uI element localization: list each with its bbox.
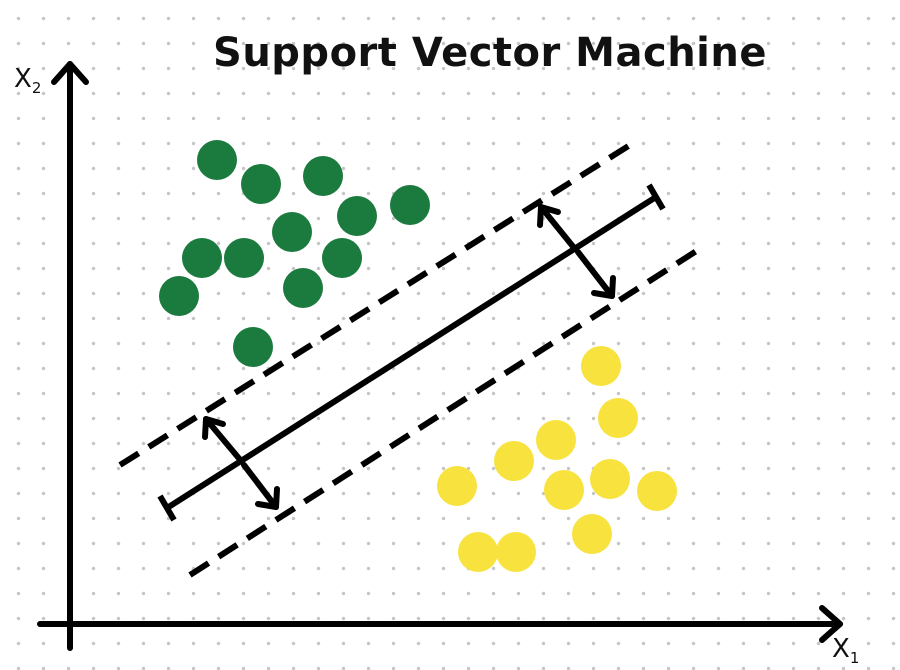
x-axis-arrowhead: [819, 605, 843, 643]
class-b-point: [590, 459, 630, 499]
class-a-point: [322, 238, 362, 278]
class-b-point: [637, 471, 677, 511]
upper-right-margin-arrow: [538, 204, 578, 252]
class-a-point: [224, 238, 264, 278]
axes: [37, 61, 843, 651]
class-b-point: [437, 466, 477, 506]
x-axis-label: X1: [832, 634, 859, 667]
y-axis-label-subscript: 2: [31, 79, 42, 98]
class-a-point: [283, 268, 323, 308]
class-a-point: [241, 164, 281, 204]
class-b-point: [572, 514, 612, 554]
class-b-point: [581, 346, 621, 386]
margin-arrows: [202, 204, 616, 510]
class-b-point: [598, 398, 638, 438]
lower-right-margin-arrowhead: [591, 275, 616, 299]
upper-right-margin-arrowhead: [537, 204, 561, 228]
lower-right-margin-arrow: [575, 249, 615, 299]
y-axis-label: X2: [14, 64, 41, 97]
upper-left-margin-arrow: [203, 416, 245, 465]
class-a-point: [197, 140, 237, 180]
class-b-point: [544, 470, 584, 510]
class-a-point: [337, 196, 377, 236]
lower-left-margin-arrowhead: [255, 486, 280, 510]
class-a-points: [159, 140, 430, 367]
upper-left-margin-arrowhead: [202, 416, 226, 440]
class-b-point: [458, 532, 498, 572]
class-a-point: [272, 212, 312, 252]
class-a-point: [159, 276, 199, 316]
x-axis-label-main: X: [832, 634, 850, 664]
class-a-point: [303, 156, 343, 196]
diagram-title: Support Vector Machine: [213, 30, 767, 76]
class-b-point: [536, 420, 576, 460]
class-a-point: [182, 238, 222, 278]
lower-left-margin-arrow: [241, 462, 279, 510]
y-axis-arrowhead: [51, 61, 89, 85]
hyperplane-right-end-cap: [646, 183, 666, 211]
hyperplane-left-end-cap: [157, 494, 177, 522]
class-b-point: [496, 532, 536, 572]
class-a-point: [233, 327, 273, 367]
class-a-point: [390, 185, 430, 225]
y-axis-label-main: X: [14, 64, 32, 94]
x-axis-label-subscript: 1: [849, 649, 860, 668]
class-b-points: [437, 346, 677, 572]
class-b-point: [494, 441, 534, 481]
